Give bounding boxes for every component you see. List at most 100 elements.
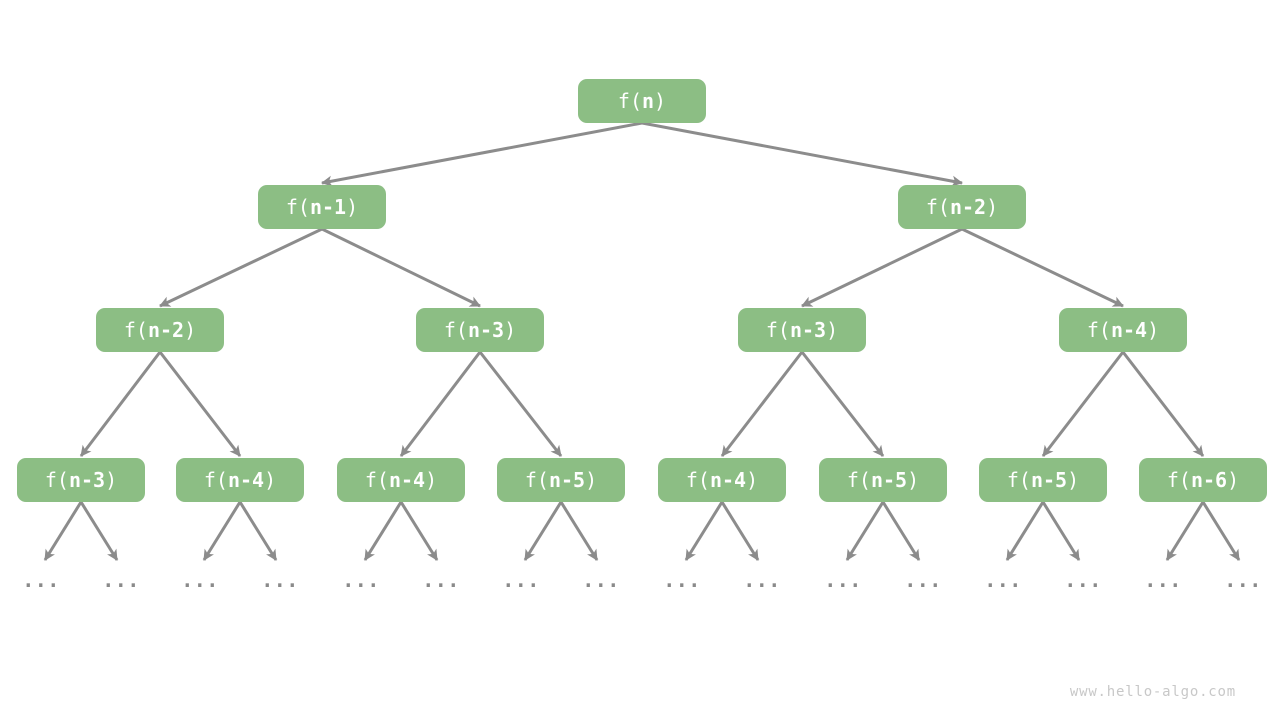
edge-arrow <box>399 501 439 561</box>
ellipsis-leaf: ... <box>1224 568 1262 592</box>
tree-node: f(n-4) <box>1059 308 1187 352</box>
ellipsis-leaf: ... <box>22 568 60 592</box>
node-label-post: ) <box>105 468 118 492</box>
edge-arrow <box>43 501 83 561</box>
tree-node: f(n-2) <box>898 185 1026 229</box>
node-label-arg: n-4 <box>709 468 747 492</box>
edge-arrow <box>1165 501 1205 561</box>
ellipsis-leaf: ... <box>984 568 1022 592</box>
ellipsis-leaf: ... <box>743 568 781 592</box>
node-label-pre: f( <box>1006 468 1031 492</box>
ellipsis-leaf: ... <box>824 568 862 592</box>
node-label-arg: n-3 <box>789 318 827 342</box>
node-label-post: ) <box>585 468 598 492</box>
edge-arrow <box>478 351 563 457</box>
edge-arrow <box>363 501 403 561</box>
tree-node: f(n-4) <box>176 458 304 502</box>
node-label-arg: n-1 <box>309 195 347 219</box>
node-label-pre: f( <box>846 468 871 492</box>
edge-arrow <box>159 227 323 308</box>
tree-node: f(n-3) <box>17 458 145 502</box>
edge-arrow <box>79 501 119 561</box>
ellipsis-leaf: ... <box>904 568 942 592</box>
node-label-pre: f( <box>925 195 950 219</box>
tree-node: f(n-3) <box>738 308 866 352</box>
tree-node: f(n-4) <box>658 458 786 502</box>
edge-arrow <box>1041 501 1081 561</box>
node-label-post: ) <box>1067 468 1080 492</box>
node-label-pre: f( <box>1166 468 1191 492</box>
edge-arrow <box>1121 351 1205 457</box>
tree-node: f(n-2) <box>96 308 224 352</box>
ellipsis-leaf: ... <box>261 568 299 592</box>
tree-node: f(n-5) <box>497 458 625 502</box>
edge-arrow <box>720 351 804 457</box>
node-label-pre: f( <box>285 195 310 219</box>
ellipsis-leaf: ... <box>1064 568 1102 592</box>
edge-arrow <box>641 121 963 187</box>
edge-arrow <box>158 351 242 457</box>
edge-arrow <box>321 121 643 187</box>
edge-arrow <box>845 501 885 561</box>
node-label-arg: n-4 <box>227 468 265 492</box>
tree-node: f(n-5) <box>979 458 1107 502</box>
node-label-arg: n-5 <box>548 468 586 492</box>
tree-node: f(n-3) <box>416 308 544 352</box>
node-label-pre: f( <box>617 89 642 113</box>
tree-node: f(n-1) <box>258 185 386 229</box>
edge-arrow <box>79 351 162 457</box>
node-label-pre: f( <box>685 468 710 492</box>
node-label-post: ) <box>264 468 277 492</box>
node-label-arg: n-6 <box>1190 468 1228 492</box>
node-label-pre: f( <box>364 468 389 492</box>
edge-arrow <box>881 501 921 561</box>
node-label-post: ) <box>746 468 759 492</box>
ellipsis-leaf: ... <box>502 568 540 592</box>
edge-arrow <box>720 501 760 561</box>
edge-arrow <box>523 501 563 561</box>
ellipsis-leaf: ... <box>663 568 701 592</box>
watermark: www.hello-algo.com <box>1069 684 1236 700</box>
tree-node: f(n-4) <box>337 458 465 502</box>
node-label-post: ) <box>184 318 197 342</box>
edge-arrow <box>1201 501 1241 561</box>
ellipsis-leaf: ... <box>102 568 140 592</box>
edge-arrow <box>399 351 482 457</box>
node-label-arg: n-5 <box>870 468 908 492</box>
edge-arrow <box>801 227 963 308</box>
node-label-post: ) <box>986 195 999 219</box>
tree-node: f(n) <box>578 79 706 123</box>
node-label-pre: f( <box>765 318 790 342</box>
node-label-pre: f( <box>1086 318 1111 342</box>
tree-node: f(n-5) <box>819 458 947 502</box>
node-label-post: ) <box>907 468 920 492</box>
node-label-arg: n-3 <box>467 318 505 342</box>
ellipsis-leaf: ... <box>1144 568 1182 592</box>
ellipsis-leaf: ... <box>342 568 380 592</box>
node-label-post: ) <box>1147 318 1160 342</box>
node-label-post: ) <box>425 468 438 492</box>
node-label-post: ) <box>654 89 667 113</box>
node-label-post: ) <box>826 318 839 342</box>
edge-arrow <box>800 351 885 457</box>
edge-arrow <box>321 227 481 308</box>
edge-arrow <box>961 227 1124 308</box>
node-label-pre: f( <box>44 468 69 492</box>
node-label-post: ) <box>504 318 517 342</box>
node-label-pre: f( <box>203 468 228 492</box>
node-label-arg: n-4 <box>1110 318 1148 342</box>
node-label-pre: f( <box>443 318 468 342</box>
edge-arrow <box>202 501 242 561</box>
edge-arrow <box>684 501 724 561</box>
ellipsis-leaf: ... <box>181 568 219 592</box>
edge-arrow <box>1005 501 1045 561</box>
node-label-arg: n <box>642 89 655 113</box>
node-label-arg: n-3 <box>68 468 106 492</box>
edge-arrow <box>238 501 278 561</box>
node-label-arg: n-2 <box>949 195 987 219</box>
node-label-arg: n-2 <box>147 318 185 342</box>
ellipsis-leaf: ... <box>422 568 460 592</box>
node-label-pre: f( <box>123 318 148 342</box>
